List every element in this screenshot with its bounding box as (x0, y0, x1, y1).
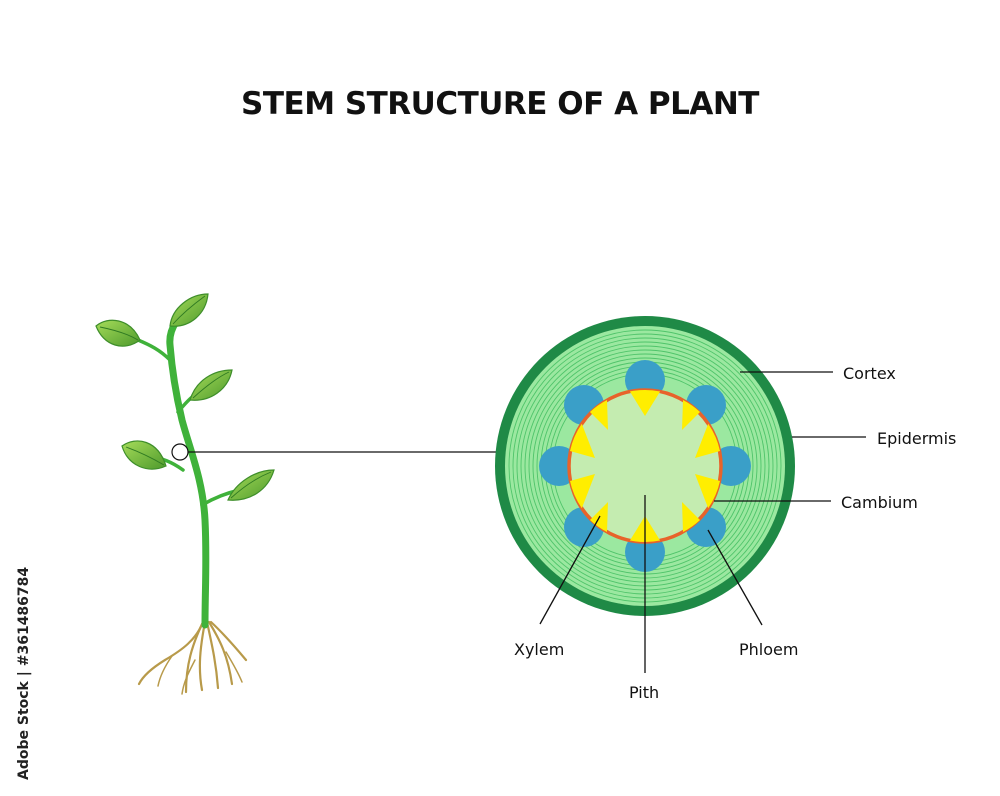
epidermis-label: Epidermis (877, 429, 956, 448)
page-title: STEM STRUCTURE OF A PLANT (241, 86, 759, 122)
leaf (189, 369, 233, 401)
xylem-bundle (682, 502, 700, 532)
xylem-bundle (682, 400, 700, 430)
xylem-bundle (695, 423, 720, 458)
plant-illustration (95, 293, 275, 695)
xylem-bundle (570, 423, 595, 458)
leaf (227, 469, 275, 501)
cortex-label: Cortex (843, 364, 896, 383)
xylem-label: Xylem (514, 640, 564, 659)
stem-cross-section (495, 316, 795, 616)
phloem-leader (707, 529, 763, 626)
leaf (121, 440, 167, 470)
plant-stem (166, 318, 210, 629)
leaf (169, 293, 209, 327)
leaf (95, 319, 141, 347)
roots (137, 620, 248, 695)
section-marker (171, 443, 189, 461)
leader-lines (539, 371, 866, 673)
leaves (95, 293, 275, 501)
cambium-label: Cambium (841, 493, 918, 512)
stock-id-text: Adobe Stock | #361486784 (16, 567, 32, 780)
xylem-bundle (629, 389, 661, 416)
xylem-leader (539, 515, 601, 625)
pith-label: Pith (629, 683, 659, 702)
phloem-label: Phloem (739, 640, 798, 659)
xylem-bundle (695, 474, 720, 509)
xylem-bundle (590, 400, 608, 430)
xylem-bundle (570, 474, 595, 509)
